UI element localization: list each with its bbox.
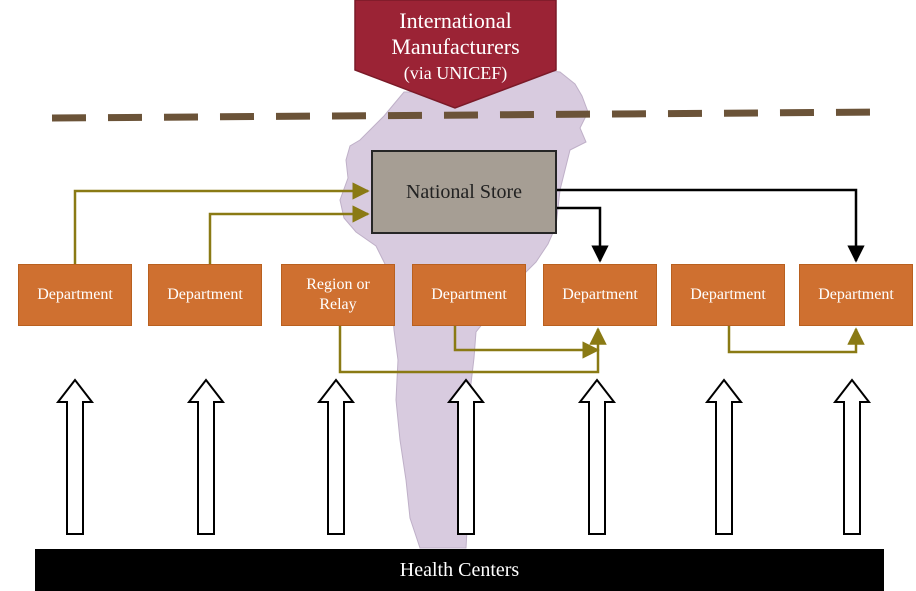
arrow-dept6-to-dept7 [727,326,865,354]
up-arrow-3 [316,378,356,535]
international-manufacturers-shape [354,0,557,109]
national-store-label: National Store [405,180,523,203]
arrow-store-to-dept7 [557,188,865,263]
up-arrow-1 [55,378,95,535]
department-box-6: Department [671,264,785,326]
department-box-1: Department [18,264,132,326]
department-label: Department [167,286,243,303]
department-label: Department [690,286,766,303]
up-arrow-6 [704,378,744,535]
department-label: Department [431,286,507,303]
department-label: Department [562,286,638,303]
health-centers-bar: Health Centers [35,549,884,591]
department-label: Department [37,286,113,303]
up-arrow-7 [832,378,872,535]
arrow-dept4-to-dept5 [453,326,600,359]
department-box-5: Department [543,264,657,326]
supplier-line-3: (via UNICEF) [403,62,508,83]
department-box-2: Department [148,264,262,326]
department-label: Department [818,286,894,303]
region-or-relay-box: Region or Relay [281,264,395,326]
up-arrow-2 [186,378,226,535]
arrow-dept2-to-store [208,205,370,264]
department-box-7: Department [799,264,913,326]
up-arrow-4 [446,378,486,535]
department-box-4: Department [412,264,526,326]
national-store-box: National Store [371,150,557,234]
supplier-line-1: International [399,8,512,33]
supplier-line-2: Manufacturers [391,34,520,60]
national-border-line [51,108,891,122]
arrow-dept1-to-store [73,182,370,264]
health-centers-label: Health Centers [399,558,520,581]
arrow-store-to-dept5 [557,206,609,263]
up-arrow-5 [577,378,617,535]
international-manufacturers-label: International Manufacturers (via UNICEF) [363,8,548,84]
region-or-relay-label: Region or Relay [306,276,370,313]
